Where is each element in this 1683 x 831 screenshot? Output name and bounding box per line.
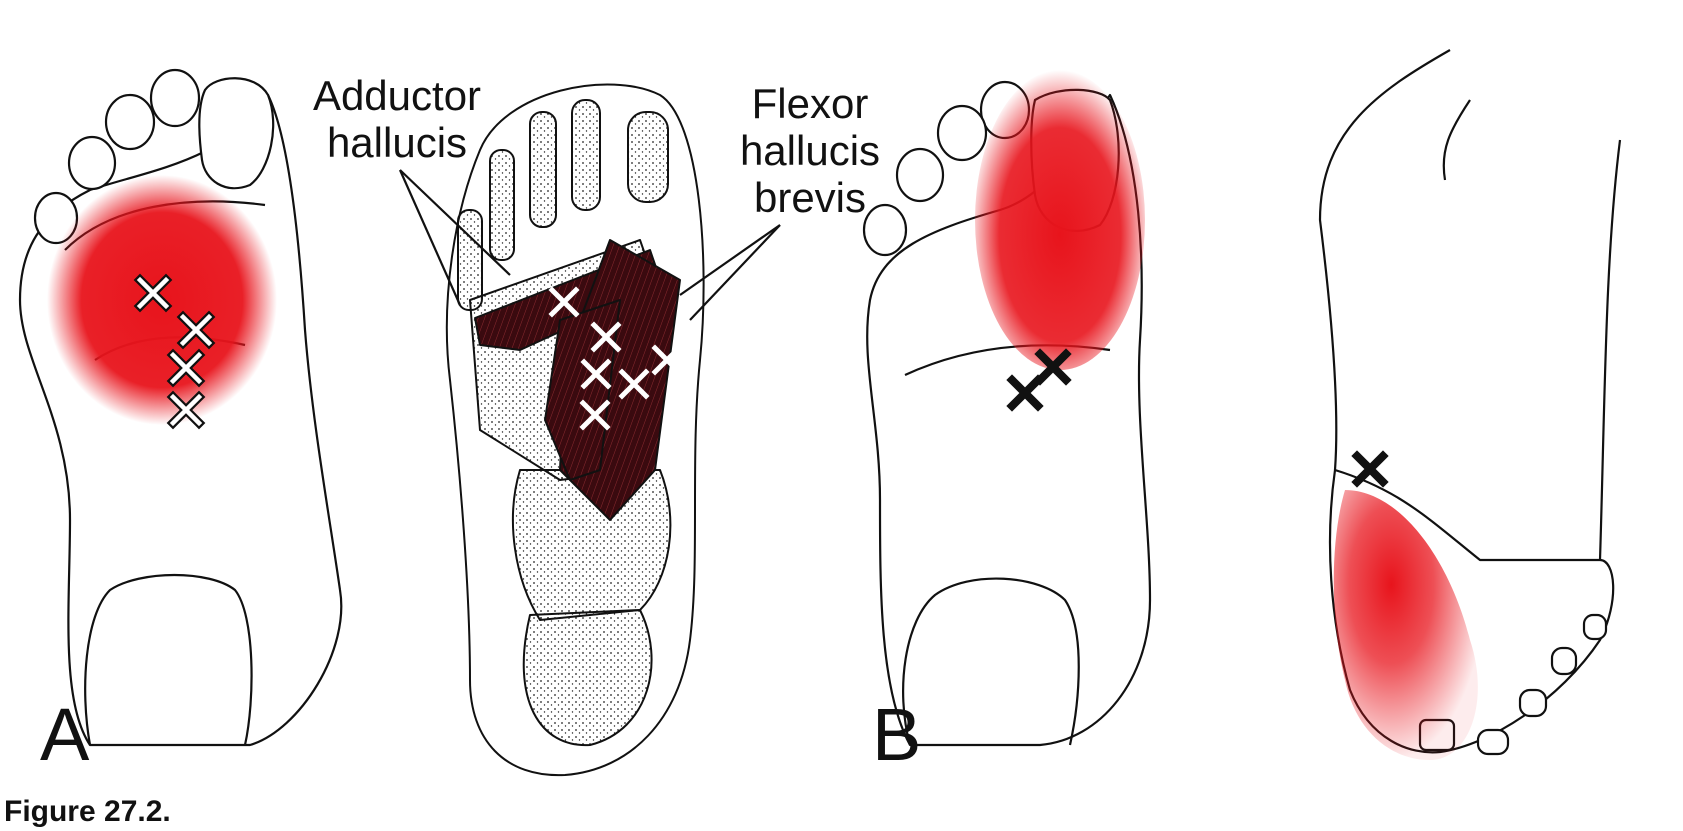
panel-label-a: A bbox=[40, 693, 90, 776]
tp-a-3-inner bbox=[169, 351, 203, 385]
ankle-curve bbox=[1442, 99, 1471, 181]
toe-bones bbox=[457, 99, 669, 311]
figure-caption: Figure 27.2. bbox=[4, 795, 171, 828]
toe-bone-2 bbox=[571, 99, 601, 211]
panel-label-b: B bbox=[872, 693, 922, 776]
tp-m-5 bbox=[651, 344, 683, 376]
leader-lines bbox=[398, 169, 781, 321]
markers-anatomy bbox=[548, 286, 683, 431]
foot-b-toe-3 bbox=[936, 104, 988, 162]
foot-b-toe-5 bbox=[862, 203, 908, 257]
tp-b-3 bbox=[1006, 374, 1044, 412]
foot-a-toe-3 bbox=[104, 93, 156, 151]
markers-panel-b bbox=[1006, 348, 1389, 488]
tp-m-1 bbox=[548, 286, 580, 318]
tp-side-1 bbox=[1351, 450, 1389, 488]
heel-bone bbox=[522, 609, 653, 747]
toe-bone-1 bbox=[627, 111, 669, 203]
foot-a-big-toe bbox=[198, 77, 275, 190]
foot-a-heel bbox=[84, 573, 253, 746]
foot-b-toe-4 bbox=[895, 147, 945, 203]
toe-side-4 bbox=[1550, 646, 1578, 676]
trigger-point-markers bbox=[133, 273, 1389, 488]
tp-a-1-inner bbox=[136, 276, 170, 310]
adductor-hallucis-label: Adductor hallucis bbox=[292, 72, 502, 166]
tp-a-4-inner bbox=[169, 393, 203, 427]
leg-outline bbox=[1318, 49, 1451, 471]
foot-a-toe-4 bbox=[67, 135, 117, 191]
flexor-label-line-2: hallucis bbox=[739, 127, 881, 175]
tp-m-6 bbox=[579, 399, 611, 431]
adductor-leader-1 bbox=[398, 169, 462, 306]
flexor-leader-1 bbox=[679, 224, 781, 296]
foot-a-toe-2 bbox=[149, 68, 201, 128]
flexor-hallucis-brevis-label: Flexor hallucis brevis bbox=[720, 80, 900, 221]
leg-outline-back bbox=[1598, 139, 1622, 561]
toe-side-5 bbox=[1582, 613, 1608, 641]
markers-panel-a-inner bbox=[136, 276, 213, 427]
toe-bone-5 bbox=[457, 209, 483, 311]
foot-b-heel bbox=[902, 577, 1080, 746]
pain-zone-b bbox=[975, 70, 1145, 370]
tp-m-2 bbox=[590, 321, 622, 353]
tp-a-2-inner bbox=[179, 313, 213, 347]
toe-side-2 bbox=[1476, 728, 1510, 756]
toe-side-3 bbox=[1518, 688, 1548, 718]
pain-zone-side bbox=[1333, 490, 1478, 760]
tp-b-1 bbox=[1034, 348, 1072, 386]
adductor-label-line-2: hallucis bbox=[326, 119, 468, 167]
adductor-label-line-1: Adductor bbox=[312, 72, 482, 119]
tp-m-4 bbox=[618, 368, 650, 400]
flexor-leader-2 bbox=[689, 224, 781, 321]
tp-m-3 bbox=[580, 358, 612, 390]
foot-anatomy-drawing bbox=[445, 83, 705, 777]
flexor-label-line-1: Flexor bbox=[751, 80, 869, 127]
flexor-label-line-3: brevis bbox=[753, 174, 867, 222]
toe-bone-4 bbox=[489, 149, 515, 261]
toe-bone-3 bbox=[529, 111, 557, 228]
adductor-leader-2 bbox=[399, 169, 511, 276]
